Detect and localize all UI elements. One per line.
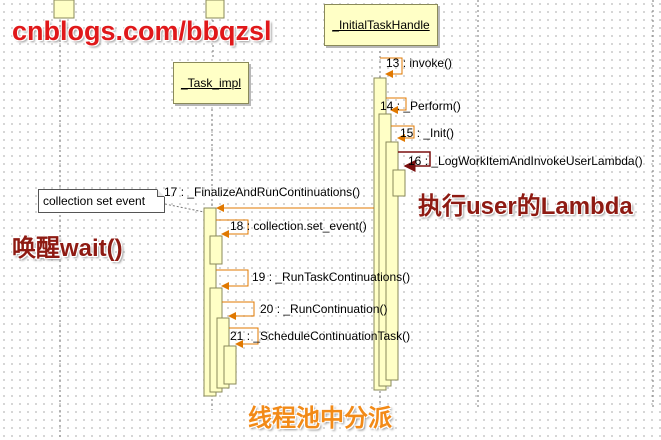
note-text: collection set event bbox=[43, 194, 146, 208]
msg-17-label: 17 : _FinalizeAndRunContinuations() bbox=[164, 185, 360, 199]
top-box-mid bbox=[205, 0, 225, 19]
lifeline-head-initial-task-handle[interactable]: _InitialTaskHandle bbox=[324, 4, 438, 46]
msg-15-label: 15 : _Init() bbox=[400, 126, 454, 140]
arrow-13 bbox=[380, 57, 403, 78]
activation-init bbox=[385, 141, 399, 381]
arrow-18 bbox=[216, 219, 249, 238]
msg-20-label: 20 : _RunContinuation() bbox=[260, 302, 387, 316]
annotation-run-user-lambda: 执行user的Lambda bbox=[418, 193, 633, 220]
note-collection-set-event[interactable]: collection set event bbox=[38, 189, 165, 213]
msg-13-label: 13 : invoke() bbox=[386, 56, 452, 70]
msg-16-label: 16 : _LogWorkItemAndInvokeUserLambda() bbox=[408, 154, 643, 168]
lifeline-head-label: _InitialTaskHandle bbox=[332, 18, 430, 32]
msg-18-label: 18 : collection.set_event() bbox=[230, 219, 367, 233]
msg-14-label: 14 : _Perform() bbox=[380, 99, 461, 113]
note-connector bbox=[164, 203, 205, 213]
arrow-21 bbox=[229, 327, 259, 348]
arrow-15 bbox=[391, 125, 415, 142]
activation-lambda bbox=[392, 169, 406, 197]
arrow-14 bbox=[386, 97, 407, 114]
activation-set-event bbox=[209, 235, 223, 265]
lifeline-head-task-impl[interactable]: _Task_impl bbox=[173, 62, 249, 104]
arrow-16 bbox=[398, 151, 431, 172]
activation-schedule bbox=[223, 345, 237, 385]
arrow-19 bbox=[216, 269, 249, 290]
lifeline-head-label: _Task_impl bbox=[180, 76, 242, 90]
watermark-text: cnblogs.com/bbqzsl bbox=[12, 16, 272, 46]
annotation-threadpool-dispatch: 线程池中分派 bbox=[248, 405, 392, 432]
arrow-20 bbox=[222, 301, 255, 320]
annotation-wake-wait: 唤醒wait() bbox=[12, 235, 123, 262]
msg-21-label: 21 : _ScheduleContinuationTask() bbox=[230, 329, 410, 343]
msg-19-label: 19 : _RunTaskContinuations() bbox=[252, 270, 410, 284]
top-box-left bbox=[53, 0, 75, 19]
